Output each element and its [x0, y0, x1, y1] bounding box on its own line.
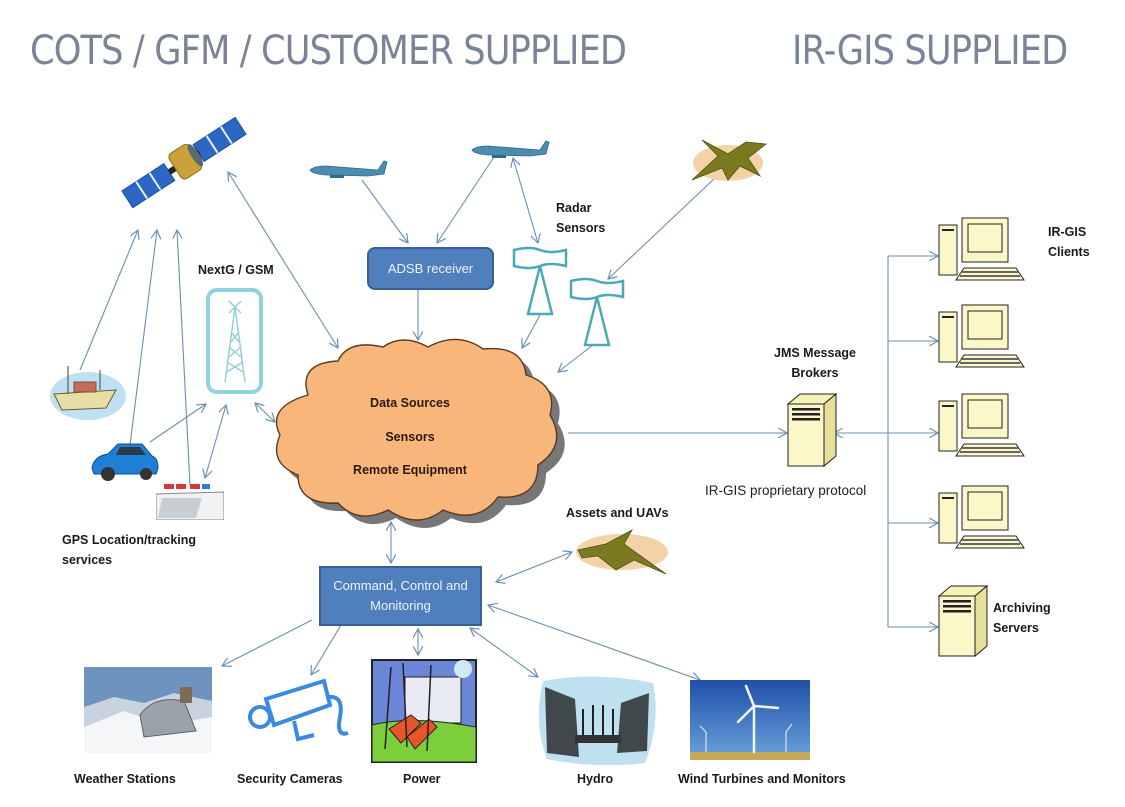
- link-ship-satellite: [79, 230, 138, 371]
- assets-uavs-label: Assets and UAVs: [566, 506, 669, 520]
- jms-server-icon[interactable]: [786, 392, 838, 468]
- gps-label-line2: services: [62, 553, 113, 567]
- link-plane2-adsb: [437, 156, 495, 243]
- link-radar2-cloud: [558, 344, 594, 372]
- radar-sensor-icon-1: [512, 246, 568, 316]
- cloud-line-remote-equipment: Remote Equipment: [353, 463, 467, 477]
- link-jet-radar2: [608, 177, 716, 279]
- endpoint-label-wind-turbines: Wind Turbines and Monitors: [678, 772, 846, 786]
- endpoint-label-hydro: Hydro: [577, 772, 614, 786]
- radar-sensor-icon-2: [569, 277, 625, 347]
- gps-tracking-label: GPS Location/tracking services: [62, 530, 196, 570]
- archiving-label-line2: Servers: [993, 621, 1039, 635]
- archiving-servers-label: Archiving Servers: [993, 598, 1051, 638]
- power-plant-icon: [371, 659, 477, 763]
- satellite-icon: [121, 116, 247, 209]
- data-sources-cloud: [275, 338, 565, 528]
- clients-label-line2: Clients: [1048, 245, 1090, 259]
- airplane-icon-2: [471, 140, 550, 158]
- radar-label-line2: Sensors: [556, 221, 606, 235]
- link-c2-uav: [496, 552, 572, 582]
- irgis-clients-label: IR-GIS Clients: [1048, 222, 1090, 262]
- gps-label-line1: GPS Location/tracking: [62, 533, 197, 547]
- link-plane2-radar: [513, 158, 538, 243]
- clients-label-line1: IR-GIS: [1048, 225, 1087, 239]
- command-control-box[interactable]: Command, Control and Monitoring: [319, 566, 482, 626]
- adsb-receiver-label: ADSB receiver: [387, 260, 474, 276]
- endpoint-label-security-cameras: Security Cameras: [237, 772, 343, 786]
- protocol-label: IR-GIS proprietary protocol: [705, 483, 867, 498]
- link-plane1-adsb: [361, 179, 408, 243]
- link-c2-wind: [488, 605, 700, 680]
- client-computer-icon-1[interactable]: [938, 216, 1028, 282]
- archiving-label-line1: Archiving: [993, 601, 1051, 615]
- endpoint-label-weather-stations: Weather Stations: [74, 772, 176, 786]
- ship-icon: [50, 366, 126, 420]
- car-icon: [91, 443, 159, 481]
- link-c2-camera: [311, 624, 342, 675]
- link-satellite-cloud: [228, 172, 338, 348]
- title-irgis-supplied: IR-GIS SUPPLIED: [792, 28, 1068, 74]
- cloud-line-data-sources: Data Sources: [370, 396, 450, 410]
- client-computer-icon-4[interactable]: [938, 484, 1028, 550]
- link-police-tower: [205, 405, 226, 478]
- archiving-server-icon[interactable]: [938, 584, 988, 658]
- client-computer-icon-3[interactable]: [938, 392, 1028, 458]
- adsb-receiver-box[interactable]: ADSB receiver: [367, 247, 494, 290]
- link-tower-cloud: [255, 403, 275, 422]
- wind-turbine-photo: [690, 680, 810, 760]
- cloud-line-sensors: Sensors: [385, 430, 435, 444]
- uav-jet-icon: [576, 528, 668, 575]
- jms-label-line1: JMS Message: [774, 346, 856, 360]
- link-radar1-cloud: [522, 314, 541, 348]
- endpoint-label-power: Power: [403, 772, 441, 786]
- jms-label-line2: Brokers: [791, 366, 839, 380]
- command-control-label: Command, Control and Monitoring: [333, 578, 468, 613]
- radar-sensors-label: Radar Sensors: [556, 198, 605, 238]
- cell-tower-icon: [206, 288, 263, 394]
- link-c2-hydro: [470, 628, 538, 677]
- police-car-icon: [156, 484, 224, 520]
- security-camera-icon: [248, 678, 349, 742]
- airplane-icon-1: [309, 160, 388, 178]
- title-cots-gfm-customer: COTS / GFM / CUSTOMER SUPPLIED: [30, 28, 627, 74]
- link-car-satellite: [129, 230, 157, 446]
- client-computer-icon-2[interactable]: [938, 303, 1028, 369]
- weather-station-photo: [84, 667, 212, 753]
- link-c2-weather: [222, 619, 313, 666]
- link-car-tower: [149, 404, 206, 443]
- nextg-gsm-label: NextG / GSM: [198, 263, 274, 277]
- link-police-satellite: [177, 230, 191, 486]
- jms-brokers-label: JMS Message Brokers: [770, 343, 860, 383]
- radar-label-line1: Radar: [556, 201, 592, 215]
- fighter-jet-icon: [691, 139, 768, 181]
- hydro-dam-icon: [538, 676, 656, 765]
